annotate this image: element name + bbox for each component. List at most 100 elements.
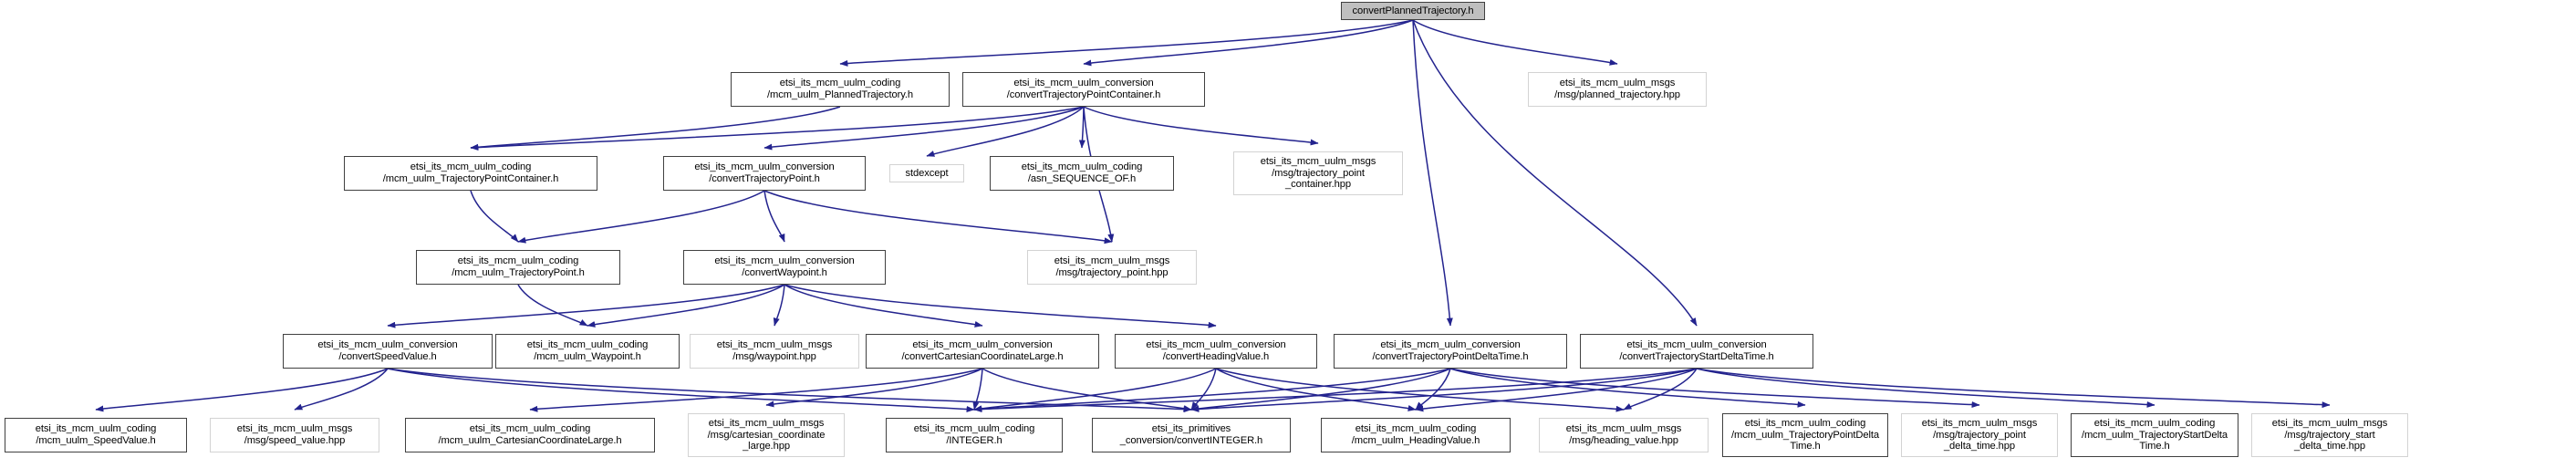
graph-node-label-line: etsi_its_mcm_uulm_msgs <box>236 423 353 435</box>
graph-node-label-line: etsi_its_mcm_uulm_coding <box>2093 418 2216 430</box>
graph-node-label-line: etsi_its_mcm_uulm_conversion <box>1013 78 1154 89</box>
graph-edge <box>587 284 785 328</box>
graph-edge <box>973 368 1451 412</box>
graph-node[interactable]: etsi_its_mcm_uulm_msgs/msg/waypoint.hpp <box>690 334 859 369</box>
graph-node-label-line: /msg/trajectory_point.hpp <box>1055 267 1169 278</box>
graph-node[interactable]: etsi_its_mcm_uulm_coding/mcm_uulm_Waypoi… <box>495 334 680 369</box>
graph-node-label-line: etsi_its_mcm_uulm_msgs <box>2271 418 2388 430</box>
graph-edge <box>1412 19 1453 327</box>
graph-node[interactable]: etsi_its_mcm_uulm_msgs/msg/trajectory_st… <box>2251 413 2408 457</box>
graph-edge <box>784 284 983 328</box>
graph-node[interactable]: etsi_its_mcm_uulm_msgs/msg/speed_value.h… <box>210 418 379 452</box>
graph-node-label-line: etsi_its_mcm_uulm_msgs <box>1559 78 1676 89</box>
graph-edge <box>1078 106 1085 149</box>
graph-node[interactable]: etsi_its_mcm_uulm_msgs/msg/trajectory_po… <box>1027 250 1197 285</box>
graph-edge <box>517 284 588 327</box>
graph-node-label-line: /convertSpeedValue.h <box>338 351 437 362</box>
graph-node-label-line: _container.hpp <box>1284 179 1351 191</box>
graph-node[interactable]: etsi_its_mcm_uulm_coding/INTEGER.h <box>886 418 1063 452</box>
graph-node[interactable]: etsi_its_mcm_uulm_msgs/msg/trajectory_po… <box>1233 151 1403 195</box>
graph-node[interactable]: etsi_its_mcm_uulm_msgs/msg/trajectory_po… <box>1901 413 2058 457</box>
graph-node-label-line: etsi_its_mcm_uulm_coding <box>469 423 591 435</box>
graph-node[interactable]: etsi_its_mcm_uulm_coding/mcm_uulm_Trajec… <box>416 250 620 285</box>
graph-edge <box>529 368 983 412</box>
graph-node[interactable]: etsi_its_mcm_uulm_conversion/convertTraj… <box>962 72 1205 107</box>
graph-edge <box>1415 368 1451 411</box>
graph-edge <box>972 368 983 411</box>
graph-node-label-line: convertPlannedTrajectory.h <box>1352 5 1474 16</box>
graph-edge <box>839 19 1414 67</box>
graph-edge <box>773 284 785 327</box>
graph-node-label-line: etsi_its_mcm_uulm_conversion <box>1380 339 1521 351</box>
graph-node-label-line: /mcm_uulm_TrajectoryPointDelta <box>1731 429 1879 441</box>
graph-node-label-line: etsi_its_mcm_uulm_coding <box>526 339 649 351</box>
graph-node-label-line: /mcm_uulm_Waypoint.h <box>534 351 641 362</box>
graph-node-label-line: /mcm_uulm_PlannedTrajectory.h <box>766 89 913 100</box>
graph-node-label-line: _conversion/convertINTEGER.h <box>1119 435 1263 446</box>
graph-node-label-line: /msg/speed_value.hpp <box>244 435 346 446</box>
graph-node-label-line: etsi_its_mcm_uulm_conversion <box>317 339 458 351</box>
graph-edge <box>926 106 1085 157</box>
graph-node-label-line: etsi_its_mcm_uulm_coding <box>1355 423 1477 435</box>
graph-node[interactable]: etsi_its_mcm_uulm_coding/mcm_uulm_Trajec… <box>2071 413 2238 457</box>
graph-node-label-line: /convertHeadingValue.h <box>1162 351 1270 362</box>
graph-node-label-line: /mcm_uulm_SpeedValue.h <box>36 435 156 446</box>
graph-node-label-line: etsi_its_mcm_uulm_coding <box>779 78 901 89</box>
graph-node-label-line: /msg/waypoint.hpp <box>732 351 816 362</box>
graph-node-label-line: _delta_time.hpp <box>1943 441 2016 452</box>
graph-node[interactable]: etsi_its_mcm_uulm_conversion/convertSpee… <box>283 334 493 369</box>
graph-node[interactable]: etsi_its_mcm_uulm_conversion/convertCart… <box>866 334 1099 369</box>
graph-node-label-line: /mcm_uulm_TrajectoryPoint.h <box>452 267 585 278</box>
graph-node-label-line: /convertCartesianCoordinateLarge.h <box>901 351 1064 362</box>
graph-node-label-line: etsi_its_mcm_uulm_msgs <box>708 418 825 430</box>
graph-node[interactable]: etsi_its_mcm_uulm_coding/asn_SEQUENCE_OF… <box>990 156 1174 191</box>
graph-node-label-line: etsi_its_mcm_uulm_coding <box>457 255 579 267</box>
graph-edge <box>294 368 389 411</box>
graph-node-label-line: /asn_SEQUENCE_OF.h <box>1027 173 1137 184</box>
graph-node-label-line: /convertTrajectoryPoint.h <box>709 173 820 184</box>
graph-edge <box>1190 368 1698 412</box>
graph-edge <box>1083 19 1414 67</box>
graph-node-label-line: /msg/trajectory_point <box>1272 167 1365 179</box>
graph-node[interactable]: etsi_its_mcm_uulm_msgs/msg/planned_traje… <box>1528 72 1707 107</box>
graph-node-label-line: etsi_its_mcm_uulm_msgs <box>1260 156 1376 168</box>
graph-node[interactable]: etsi_its_mcm_uulm_msgs/msg/heading_value… <box>1539 418 1709 452</box>
graph-node[interactable]: etsi_its_mcm_uulm_conversion/convertHead… <box>1115 334 1317 369</box>
graph-node[interactable]: etsi_its_mcm_uulm_coding/mcm_uulm_Cartes… <box>405 418 655 452</box>
graph-edge <box>1412 19 1698 327</box>
graph-node[interactable]: etsi_its_mcm_uulm_msgs/msg/cartesian_coo… <box>688 413 845 457</box>
graph-edge <box>973 368 1698 413</box>
graph-node-label-line: etsi_its_primitives <box>1151 423 1231 435</box>
graph-node-root[interactable]: convertPlannedTrajectory.h <box>1341 2 1485 20</box>
graph-node[interactable]: etsi_its_mcm_uulm_conversion/convertTraj… <box>1334 334 1567 369</box>
graph-edge <box>387 368 975 412</box>
graph-edge <box>1449 368 1806 408</box>
graph-edge <box>470 190 519 243</box>
graph-node-label-line: etsi_its_mcm_uulm_coding <box>1744 418 1866 430</box>
graph-node-label-line: etsi_its_mcm_uulm_coding <box>35 423 157 435</box>
graph-node-label-line: /INTEGER.h <box>946 435 1002 446</box>
graph-edge <box>1415 368 1698 412</box>
graph-node[interactable]: etsi_its_mcm_uulm_coding/mcm_uulm_Planne… <box>731 72 950 107</box>
graph-node[interactable]: etsi_its_mcm_uulm_conversion/convertTraj… <box>663 156 866 191</box>
graph-node[interactable]: stdexcept <box>889 164 964 182</box>
graph-edge <box>1449 368 1980 409</box>
graph-node[interactable]: etsi_its_mcm_uulm_coding/mcm_uulm_Trajec… <box>344 156 597 191</box>
graph-node-label-line: /mcm_uulm_TrajectoryPointContainer.h <box>382 173 559 184</box>
graph-edge <box>763 190 785 243</box>
graph-node[interactable]: etsi_its_primitives_conversion/convertIN… <box>1092 418 1291 452</box>
graph-node-label-line: /convertTrajectoryStartDeltaTime.h <box>1619 351 1774 362</box>
graph-node-label-line: etsi_its_mcm_uulm_coding <box>410 161 532 173</box>
graph-node-label-line: /msg/heading_value.hpp <box>1569 435 1678 446</box>
graph-node-label-line: /mcm_uulm_HeadingValue.h <box>1351 435 1480 446</box>
graph-node-label-line: /convertWaypoint.h <box>742 267 827 278</box>
graph-node[interactable]: etsi_its_mcm_uulm_coding/mcm_uulm_Trajec… <box>1722 413 1888 457</box>
graph-node[interactable]: etsi_its_mcm_uulm_coding/mcm_uulm_Headin… <box>1321 418 1511 452</box>
graph-node[interactable]: etsi_its_mcm_uulm_conversion/convertWayp… <box>683 250 886 285</box>
graph-edge <box>765 368 983 408</box>
graph-node[interactable]: etsi_its_mcm_uulm_coding/mcm_uulm_SpeedV… <box>5 418 187 452</box>
graph-node-label-line: etsi_its_mcm_uulm_coding <box>913 423 1035 435</box>
graph-node-label-line: etsi_its_mcm_uulm_conversion <box>714 255 855 267</box>
graph-node[interactable]: etsi_its_mcm_uulm_conversion/convertTraj… <box>1580 334 1813 369</box>
